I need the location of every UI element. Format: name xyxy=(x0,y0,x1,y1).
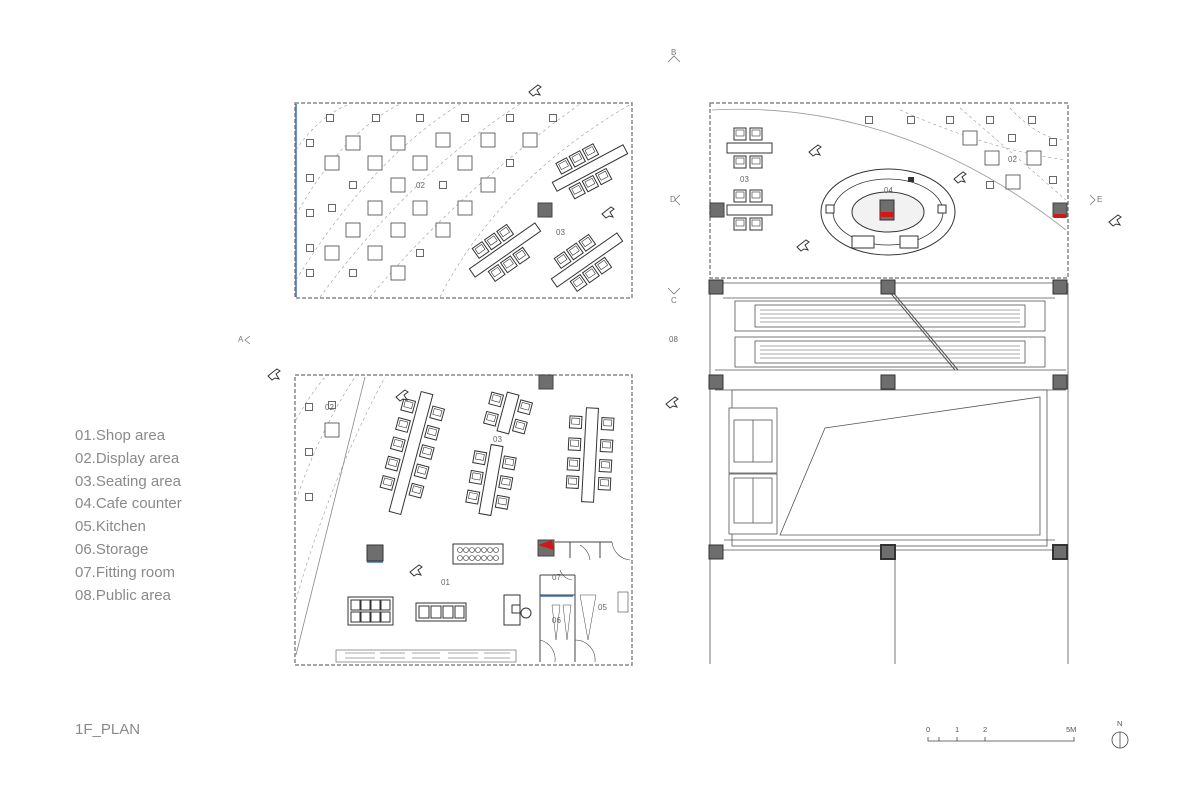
north-label: N xyxy=(1117,719,1123,728)
label-kitchen: 05 xyxy=(598,603,607,612)
legend-item: 06.Storage xyxy=(75,540,149,558)
bench-group-5 xyxy=(483,391,533,435)
label-display-area-bottom: 02 xyxy=(325,403,334,412)
section-marker-c: C xyxy=(671,296,677,305)
cash-desk xyxy=(503,594,532,626)
plan-title: 1F_PLAN xyxy=(75,721,141,738)
label-shop-area: 01 xyxy=(441,578,450,587)
section-marker-b: B xyxy=(671,48,676,57)
section-marker-e: E xyxy=(1097,195,1102,204)
scale-tick-5m: 5M xyxy=(1066,725,1077,734)
bottom-left-room: 02 03 01 07 06 05 xyxy=(294,374,633,666)
bench-group-2 xyxy=(468,222,542,282)
legend-item: 03.Seating area xyxy=(75,472,181,490)
label-public-area: 08 xyxy=(669,335,678,344)
legend-item: 02.Display area xyxy=(75,449,180,467)
display-table xyxy=(452,543,504,565)
bench-group-6 xyxy=(465,443,517,517)
scale-tick-1: 1 xyxy=(955,725,960,734)
label-seating-area-right: 03 xyxy=(740,175,749,184)
escalator-core xyxy=(709,282,1069,664)
scale-bar xyxy=(927,737,1075,742)
legend-item: 08.Public area xyxy=(75,586,171,604)
shelf-unit-2 xyxy=(415,602,467,622)
legend-item: 04.Cafe counter xyxy=(75,495,182,513)
north-arrow xyxy=(1111,731,1129,749)
wall-shelving xyxy=(335,649,517,663)
core-columns xyxy=(708,279,1068,560)
cafe-counter xyxy=(820,168,956,256)
legend-item: 05.Kitchen xyxy=(75,518,146,536)
service-rooms xyxy=(537,539,631,663)
bench-group-1 xyxy=(551,143,629,200)
label-display-area-right: 02 xyxy=(1008,155,1017,164)
label-display-area: 02 xyxy=(416,181,425,190)
label-seating-area: 03 xyxy=(556,228,565,237)
bench-group-3 xyxy=(550,232,624,292)
shelf-unit-1 xyxy=(347,596,394,626)
top-left-room: 02 03 xyxy=(294,102,633,299)
top-right-room: 03 04 02 xyxy=(709,102,1069,279)
table-group-2 xyxy=(726,189,773,231)
label-storage: 06 xyxy=(552,616,561,625)
bench-group-4 xyxy=(379,390,445,516)
label-cafe-counter: 04 xyxy=(884,186,893,195)
section-markers xyxy=(244,55,1096,345)
table-group-1 xyxy=(726,127,773,169)
scale-tick-0: 0 xyxy=(926,725,931,734)
section-marker-d: D xyxy=(670,195,676,204)
bench-group-7 xyxy=(565,407,615,503)
label-fitting-room: 07 xyxy=(552,573,561,582)
legend: 01.Shop area 02.Display area 03.Seating … xyxy=(75,425,182,607)
scale-tick-2: 2 xyxy=(983,725,988,734)
section-marker-a: A xyxy=(238,335,244,344)
legend-item: 01.Shop area xyxy=(75,427,166,444)
label-seating-area-bottom: 03 xyxy=(493,435,502,444)
legend-item: 07.Fitting room xyxy=(75,563,176,581)
